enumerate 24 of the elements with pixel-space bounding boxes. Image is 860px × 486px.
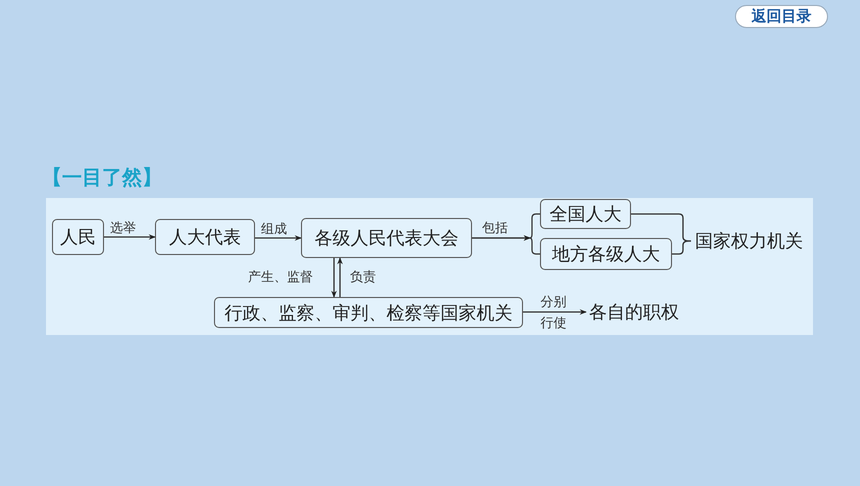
brace-connector: [672, 240, 691, 255]
branching-arrow: [472, 235, 540, 255]
edge-label: 组成: [261, 221, 287, 238]
result-text: 各自的职权: [586, 300, 682, 324]
arrow: [331, 258, 337, 298]
process-box: 全国人大: [540, 199, 631, 229]
process-box: 人民: [52, 219, 104, 255]
back-button: 返回目录: [735, 5, 828, 28]
process-box: 地方各级人大: [540, 238, 672, 270]
arrow: [523, 309, 587, 315]
edge-label: 选举: [110, 220, 136, 237]
arrow: [255, 235, 302, 241]
arrow: [104, 234, 156, 240]
arrow: [337, 257, 343, 297]
category-text: 国家权力机关: [691, 228, 807, 254]
edge-label: 分别行使: [540, 294, 568, 333]
brace-connector: [631, 213, 691, 242]
section-heading: 【一目了然】: [42, 164, 162, 191]
edge-label: 包括: [482, 220, 508, 237]
edge-label: 负责: [350, 268, 376, 286]
process-box: 各级人民代表大会: [301, 218, 472, 258]
process-box: 人大代表: [155, 219, 255, 255]
edge-label: 产生、监督: [248, 268, 313, 286]
process-box: 行政、监察、审判、检察等国家机关: [214, 297, 523, 328]
